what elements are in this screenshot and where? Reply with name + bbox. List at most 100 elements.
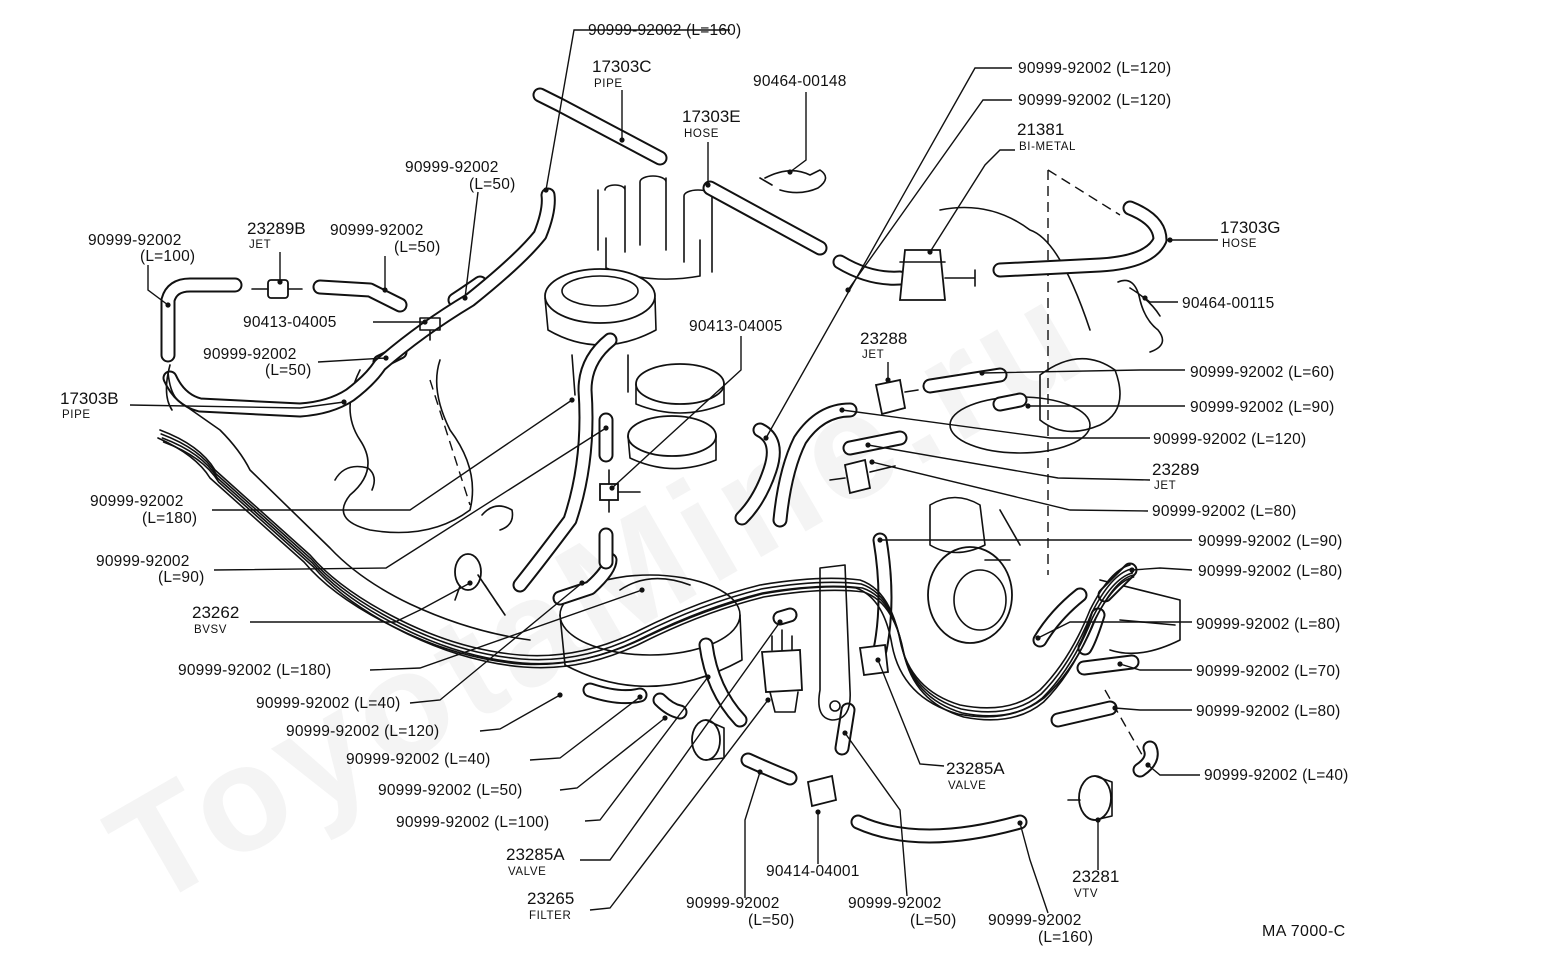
- leader-dot: [877, 537, 883, 543]
- engine-artwork: [334, 169, 1181, 761]
- leader-line: [815, 809, 821, 864]
- leader-line: [129, 399, 347, 409]
- leader-line: [277, 252, 283, 285]
- label-l50-bot2-part: 90999-92002: [848, 895, 942, 912]
- leader-dot: [787, 169, 793, 175]
- clamp-115-icon: [1117, 279, 1164, 353]
- leader-dot: [845, 287, 851, 293]
- leader-dot: [865, 442, 871, 448]
- hose-segment: [834, 702, 856, 756]
- label-l50-b-part: 90999-92002: [330, 222, 424, 239]
- leader-dot: [603, 425, 609, 431]
- valve-23285a-left-icon: [761, 629, 803, 713]
- leader-line: [529, 694, 643, 761]
- bvsv-icon: [454, 553, 506, 616]
- hose-segment: [652, 692, 688, 720]
- label-17303g-name: HOSE: [1222, 238, 1257, 250]
- distributor-icon: [597, 175, 713, 280]
- leader-dot: [869, 459, 875, 465]
- leader-line: [1142, 295, 1178, 303]
- leader-line: [927, 149, 1015, 255]
- hose-segment: [698, 637, 748, 728]
- leader-dot: [662, 715, 668, 721]
- leader-dot: [875, 657, 881, 663]
- leader-line: [1167, 237, 1218, 243]
- label-17303e-name: HOSE: [684, 128, 719, 140]
- vacuum-modulator-icon: [627, 363, 725, 470]
- label-l50-a-length: (L=50): [469, 176, 515, 193]
- hose-segment: [772, 607, 798, 626]
- leader-dot: [382, 287, 388, 293]
- label-l100-part: 90999-92002: [88, 232, 182, 249]
- leader-line: [869, 459, 1149, 512]
- label-l50-bot1-length: (L=50): [748, 912, 794, 929]
- label-21381-number: 21381: [1017, 120, 1064, 139]
- label-21381-name: BI-METAL: [1019, 141, 1076, 153]
- hose-segment: [772, 402, 858, 528]
- leader-dot: [1129, 567, 1135, 573]
- leader-dot: [277, 279, 283, 285]
- label-23288-name: JET: [862, 349, 884, 361]
- leader-line: [763, 67, 1012, 441]
- leader-line: [1025, 403, 1185, 409]
- label-23265-number: 23265: [527, 889, 574, 908]
- bimetal-valve-icon: [899, 249, 976, 301]
- intake-body-outline: [342, 359, 474, 534]
- label-clamp-148: 90464-00148: [753, 73, 847, 90]
- leader-dot: [979, 370, 985, 376]
- leader-line: [1145, 762, 1200, 776]
- hose-segment: [922, 367, 1008, 394]
- label-l50-bot1-part: 90999-92002: [686, 895, 780, 912]
- leader-line: [845, 99, 1012, 293]
- jet-23288-icon: [874, 378, 919, 416]
- label-l180-a-length: (L=180): [142, 510, 197, 527]
- label-23281-name: VTV: [1074, 888, 1098, 900]
- valve-23285a-right-icon: [858, 643, 889, 677]
- leader-line: [589, 697, 771, 911]
- label-r80-c: 90999-92002 (L=80): [1196, 616, 1341, 633]
- leader-line: [1017, 820, 1049, 914]
- label-23285a-left-name: VALVE: [508, 866, 546, 878]
- label-23289b-number: 23289B: [247, 219, 306, 238]
- leader-dot: [639, 587, 645, 593]
- leader-dot: [1025, 403, 1031, 409]
- leader-dot: [1145, 762, 1151, 768]
- label-l160-bot-part: 90999-92002: [988, 912, 1082, 929]
- hose-segment: [872, 532, 893, 658]
- tee-connector-left-icon: [419, 317, 441, 341]
- leader-dot: [815, 809, 821, 815]
- label-l180-a-part: 90999-92002: [90, 493, 184, 510]
- leader-dot: [462, 295, 468, 301]
- hose-segment: [582, 682, 648, 705]
- leader-dot: [705, 674, 711, 680]
- label-23262-number: 23262: [192, 603, 239, 622]
- label-l40-b: 90999-92002 (L=40): [346, 751, 491, 768]
- leader-line: [1112, 705, 1192, 711]
- leader-line: [584, 674, 711, 822]
- hose-segment: [1050, 700, 1118, 728]
- leader-line: [842, 730, 908, 897]
- leader-line: [979, 369, 1185, 376]
- leader-dot: [765, 697, 771, 703]
- label-17303c-number: 17303C: [592, 57, 652, 76]
- label-23285a-right-name: VALVE: [948, 780, 986, 792]
- vtv-icon: [1067, 775, 1113, 821]
- hose-segment: [734, 422, 781, 526]
- hose-segment: [992, 200, 1168, 278]
- leader-dot: [1117, 661, 1123, 667]
- hose-segment: [532, 87, 668, 166]
- leader-dot: [467, 580, 473, 586]
- leader-line: [147, 265, 171, 308]
- diagram-code: MA 7000-C: [1262, 923, 1346, 940]
- leader-line: [877, 537, 1192, 543]
- hose-segment: [702, 180, 828, 256]
- label-23281-number: 23281: [1072, 867, 1119, 886]
- leader-line: [543, 29, 730, 193]
- leader-dot: [842, 730, 848, 736]
- leader-line: [1035, 621, 1192, 641]
- label-23262-name: BVSV: [194, 624, 227, 636]
- label-r90-b: 90999-92002 (L=90): [1198, 533, 1343, 550]
- leader-line: [462, 191, 479, 301]
- leader-dot: [1095, 817, 1101, 823]
- leader-dot: [609, 485, 615, 491]
